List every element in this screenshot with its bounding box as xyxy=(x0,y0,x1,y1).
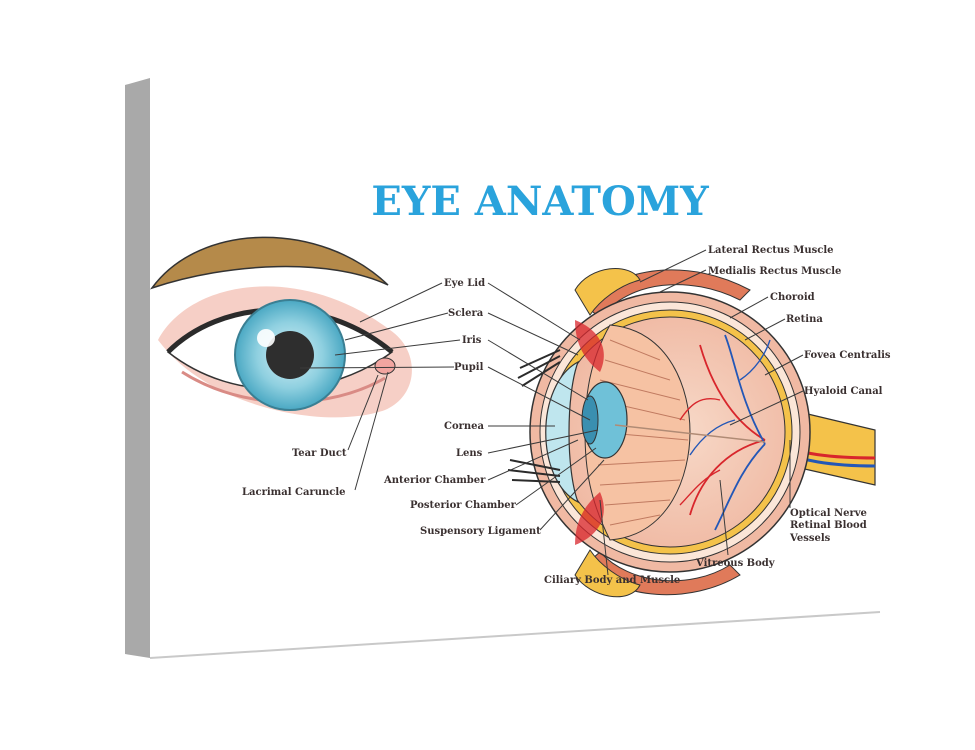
artery-branch-4 xyxy=(679,469,721,506)
label-eye-lid: Eye Lid xyxy=(444,278,485,289)
label-retinal-blood: Retinal Blood xyxy=(790,520,867,531)
vitreous-leader xyxy=(719,479,729,556)
vein-branch-3 xyxy=(689,419,736,456)
lateral-rectus-leader xyxy=(639,249,707,283)
tear-duct-leader xyxy=(347,374,379,451)
fovea-leader xyxy=(764,354,804,376)
iris-section-leader xyxy=(487,339,589,401)
label-pupil: Pupil xyxy=(454,362,484,373)
hyaloid-canal xyxy=(614,424,766,443)
vein-branch-4 xyxy=(739,339,771,381)
artery-branch-1 xyxy=(699,344,766,441)
iris-leader xyxy=(334,339,461,356)
eyelid-section-leader xyxy=(487,282,581,341)
label-vessels: Vessels xyxy=(789,533,831,544)
label-vitreous-body: Vitreous Body xyxy=(695,558,776,569)
vein-branch-1 xyxy=(724,334,766,445)
leader-lines xyxy=(299,249,804,576)
external-eye xyxy=(150,236,412,418)
ciliary-folds xyxy=(597,339,689,526)
eye-lid-leader xyxy=(359,282,443,323)
pupil-external xyxy=(266,331,314,379)
label-posterior-chamber: Posterior Chamber xyxy=(410,500,517,511)
label-suspensory-ligament: Suspensory Ligament xyxy=(420,526,541,537)
artery-branch-2 xyxy=(689,439,766,516)
poster-title: EYE ANATOMY xyxy=(371,178,709,225)
lacrimal-leader xyxy=(354,371,389,491)
label-tear-duct: Tear Duct xyxy=(292,448,347,459)
ciliary-muscle-lower xyxy=(575,492,604,545)
label-fovea-centralis: Fovea Centralis xyxy=(804,350,891,361)
label-lens: Lens xyxy=(456,448,483,459)
label-lateral-rectus: Lateral Rectus Muscle xyxy=(708,245,834,256)
sclera-section-leader xyxy=(487,312,579,356)
label-choroid: Choroid xyxy=(770,292,815,303)
label-anterior-chamber: Anterior Chamber xyxy=(383,475,486,486)
label-hyaloid-canal: Hyaloid Canal xyxy=(804,386,883,397)
choroid-leader xyxy=(729,296,769,319)
retinal-vessels xyxy=(679,334,771,531)
eye-cross-section xyxy=(507,268,876,598)
ciliary-muscle-upper xyxy=(575,320,604,372)
label-ciliary-body: Ciliary Body and Muscle xyxy=(544,575,680,586)
canvas-bottom-shadow xyxy=(149,611,881,659)
artery-branch-3 xyxy=(679,398,721,421)
tear-duct-shape xyxy=(374,357,396,375)
label-sclera: Sclera xyxy=(448,308,484,319)
sclera-leader xyxy=(344,312,449,341)
hyaloid-leader xyxy=(729,390,804,426)
pupil-leader xyxy=(299,366,455,369)
pupil-highlight xyxy=(257,329,275,347)
upper-lashes xyxy=(517,349,561,387)
medialis-rectus-leader xyxy=(659,269,707,293)
label-cornea: Cornea xyxy=(444,421,485,432)
labels: Eye Lid Sclera Iris Pupil Tear Duct Lacr… xyxy=(242,245,891,586)
eyebrow xyxy=(150,236,389,290)
posterior-chamber-leader xyxy=(515,447,597,506)
ciliary-leader xyxy=(599,499,609,576)
upper-fat-pad xyxy=(574,268,641,316)
label-optical-nerve: Optical Nerve xyxy=(790,508,867,519)
lower-lashes xyxy=(507,459,561,483)
label-medialis-rectus: Medialis Rectus Muscle xyxy=(708,266,841,277)
anterior-chamber-leader xyxy=(487,439,579,481)
suspensory-leader xyxy=(539,459,605,531)
vein-branch-2 xyxy=(714,443,766,531)
retina-leader xyxy=(744,318,786,341)
label-lacrimal-caruncle: Lacrimal Caruncle xyxy=(242,487,346,498)
lens-leader xyxy=(487,429,599,454)
canvas-side-edge xyxy=(125,78,150,658)
label-retina: Retina xyxy=(786,314,823,325)
label-iris: Iris xyxy=(462,335,482,346)
pupil-section-leader xyxy=(487,366,591,421)
